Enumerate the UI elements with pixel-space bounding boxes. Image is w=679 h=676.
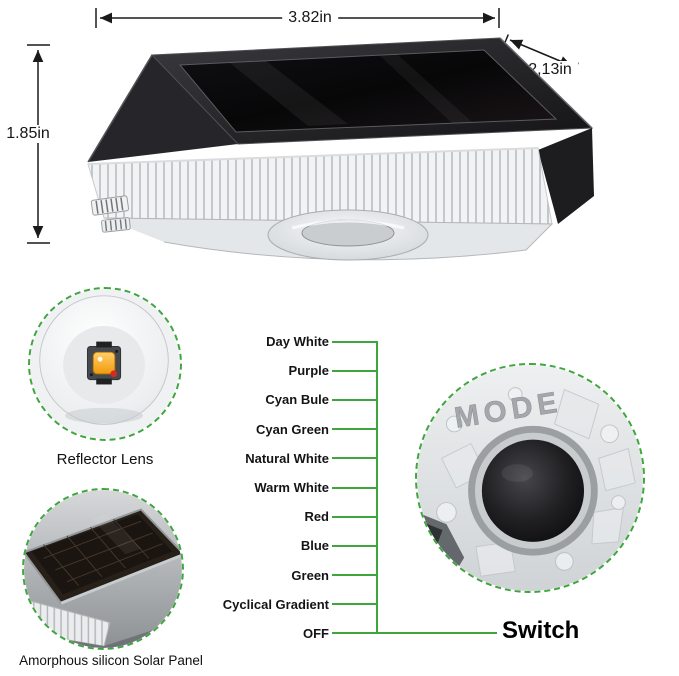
mode-row: Warm White bbox=[0, 473, 378, 502]
mode-connector-line bbox=[332, 574, 378, 577]
mode-connector-line bbox=[332, 632, 378, 635]
switch-connector-line bbox=[377, 632, 497, 634]
mode-button bbox=[468, 425, 598, 556]
mode-label: Purple bbox=[288, 363, 329, 379]
mounting-connector bbox=[90, 195, 130, 216]
mode-label: Cyclical Gradient bbox=[222, 596, 329, 612]
mode-label: Natural White bbox=[245, 450, 329, 466]
mode-connector-line bbox=[332, 369, 378, 372]
mode-row: Cyan Bule bbox=[0, 385, 378, 414]
mode-label: Cyan Bule bbox=[265, 392, 329, 408]
mode-connector-line bbox=[332, 515, 378, 518]
mode-label: Blue bbox=[300, 538, 329, 554]
mode-row: Green bbox=[0, 561, 378, 590]
mode-connector-line bbox=[332, 486, 378, 489]
mode-row: Natural White bbox=[0, 444, 378, 473]
mode-label: Day White bbox=[266, 334, 329, 350]
mode-row: Cyclical Gradient bbox=[0, 590, 378, 619]
mode-label: OFF bbox=[303, 625, 329, 641]
mode-connector-line bbox=[332, 603, 378, 606]
mode-row: Red bbox=[0, 502, 378, 531]
mode-label: Cyan Green bbox=[256, 421, 329, 437]
switch-closeup: MODE bbox=[417, 365, 643, 591]
switch-callout: MODE bbox=[415, 363, 645, 593]
mode-connector-line bbox=[332, 398, 378, 401]
mode-row: OFF bbox=[0, 619, 378, 648]
housing-right-face bbox=[538, 128, 594, 224]
mode-row: Cyan Green bbox=[0, 415, 378, 444]
switch-label: Switch bbox=[502, 617, 580, 644]
mode-row: Day White bbox=[0, 327, 378, 356]
height-dimension-label: 1.85in bbox=[0, 125, 56, 143]
mode-connector-line bbox=[332, 340, 378, 343]
led-chip bbox=[86, 341, 122, 385]
mode-label: Green bbox=[291, 567, 329, 583]
mode-list: Day White Purple Cyan Bule Cyan Green Na… bbox=[0, 327, 378, 648]
mode-row: Blue bbox=[0, 531, 378, 560]
mode-label: Warm White bbox=[254, 480, 329, 496]
reflector-lens-callout bbox=[28, 287, 182, 441]
mode-connector-line bbox=[332, 544, 378, 547]
reflector-lens-closeup bbox=[30, 289, 180, 439]
mode-row: Purple bbox=[0, 356, 378, 385]
center-lens-bump bbox=[267, 209, 429, 261]
solar-panel-label: Amorphous silicon Solar Panel bbox=[19, 653, 203, 668]
width-dimension-label: 3.82in bbox=[282, 9, 338, 27]
mode-connector-line bbox=[332, 457, 378, 460]
mode-label: Red bbox=[304, 509, 329, 525]
solar-panel-surface bbox=[178, 49, 558, 133]
mode-connector-vertical-line bbox=[376, 341, 378, 634]
housing-left-face bbox=[88, 55, 238, 162]
mode-connector-line bbox=[332, 428, 378, 431]
reflector-lens-label: Reflector Lens bbox=[56, 451, 154, 468]
product-illustration bbox=[87, 37, 594, 261]
mounting-connector bbox=[101, 217, 131, 233]
